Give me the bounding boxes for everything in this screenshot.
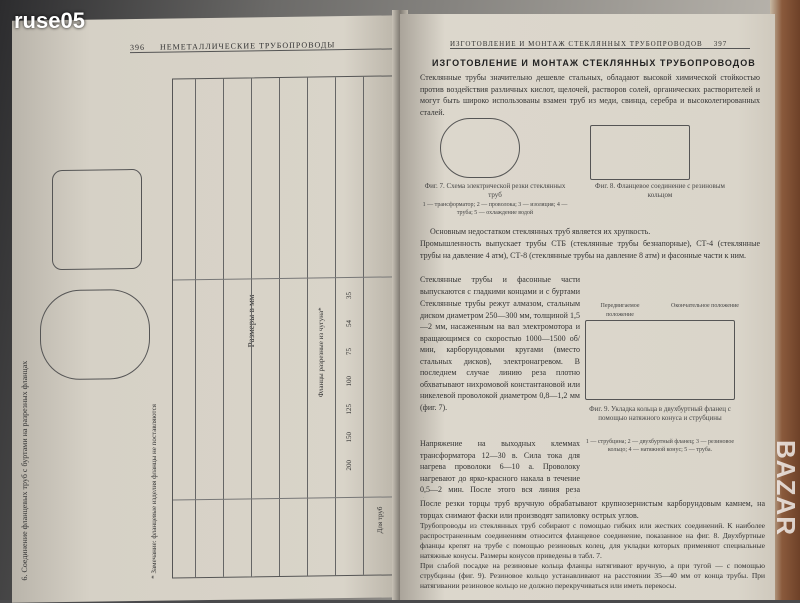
paragraph: Стеклянные трубы и фасонные части выпуск… (420, 275, 580, 296)
section-title: ИЗГОТОВЛЕНИЕ И МОНТАЖ СТЕКЛЯННЫХ ТРУБОПР… (432, 58, 756, 68)
table-cell: 125 (345, 403, 353, 415)
figure-9-label: Передвигаемое положение (600, 303, 640, 318)
table-cell: 200 (345, 459, 353, 471)
table-cell: 54 (345, 319, 353, 328)
figure-9-drawing (585, 320, 735, 400)
running-head-text: НЕМЕТАЛЛИЧЕСКИЕ ТРУБОПРОВОДЫ (160, 40, 336, 52)
watermark-bottom: BAZAR (771, 440, 800, 536)
figure-7-legend: 1 — трансформатор; 2 — проволока; 3 — из… (422, 202, 568, 216)
book-cover-edge (770, 0, 800, 600)
paragraph: Промышленность выпускает трубы СТБ (стек… (420, 239, 760, 260)
table-note: * Замечание: фланцевые изделия фланцы не… (150, 404, 158, 579)
paragraph: При слабой посадке на резиновые кольца ф… (420, 561, 765, 590)
figure-9-legend: 1 — струбцина; 2 — двухбуртный фланец; 3… (585, 439, 735, 453)
paragraph: Напряжение на выходных клеммах трансформ… (420, 439, 580, 498)
intro-paragraph: Стеклянные трубы значительно дешевле ста… (420, 73, 760, 117)
left-page: 396 НЕМЕТАЛЛИЧЕСКИЕ ТРУБОПРОВОДЫ 6. Соед… (12, 15, 402, 603)
page-number: 397 (713, 40, 728, 48)
paragraph: После резки торцы труб вручную обрабатыв… (420, 499, 765, 520)
table-cell: 150 (345, 431, 353, 443)
figure-9-caption: Фиг. 9. Укладка кольца в двухбуртный фла… (589, 405, 731, 422)
table-cell: 75 (345, 347, 353, 356)
figure-8-caption: Фиг. 8. Фланцевое соединение с резиновым… (595, 182, 725, 199)
table-header: Для труб (376, 506, 384, 534)
figure-8-drawing (590, 125, 690, 180)
page-number: 396 (130, 42, 145, 53)
running-head-text: ИЗГОТОВЛЕНИЕ И МОНТАЖ СТЕКЛЯННЫХ ТРУБОПР… (450, 40, 703, 48)
paragraph: Основным недостатком стеклянных труб явл… (430, 227, 651, 236)
figure-caption: 6. Соединение фланцевых труб с буртами н… (20, 360, 29, 581)
left-running-head: 396 НЕМЕТАЛЛИЧЕСКИЕ ТРУБОПРОВОДЫ (130, 39, 395, 54)
flange-drawing-bottom (40, 288, 150, 381)
paragraph: Стеклянные трубы режут алмазом, стальным… (420, 299, 580, 412)
figure-7-caption: Фиг. 7. Схема электрической резки стекля… (424, 182, 566, 199)
dimensions-table: Для труб Фланцы разрезные из чугуна* 35 … (172, 75, 397, 579)
flange-drawing-top (52, 168, 142, 271)
figure-9-label: Окончательное положение (671, 303, 739, 309)
right-running-head: ИЗГОТОВЛЕНИЕ И МОНТАЖ СТЕКЛЯННЫХ ТРУБОПР… (450, 40, 750, 49)
figure-7-drawing (440, 118, 520, 178)
watermark-top: ruse05 (14, 8, 85, 33)
table-cell: 100 (345, 375, 353, 387)
table-header: Фланцы разрезные из чугуна* (317, 307, 325, 398)
table-cell: 35 (345, 291, 353, 300)
right-page (400, 14, 775, 600)
paragraph: Трубопроводы из стеклянных труб собирают… (420, 521, 765, 560)
